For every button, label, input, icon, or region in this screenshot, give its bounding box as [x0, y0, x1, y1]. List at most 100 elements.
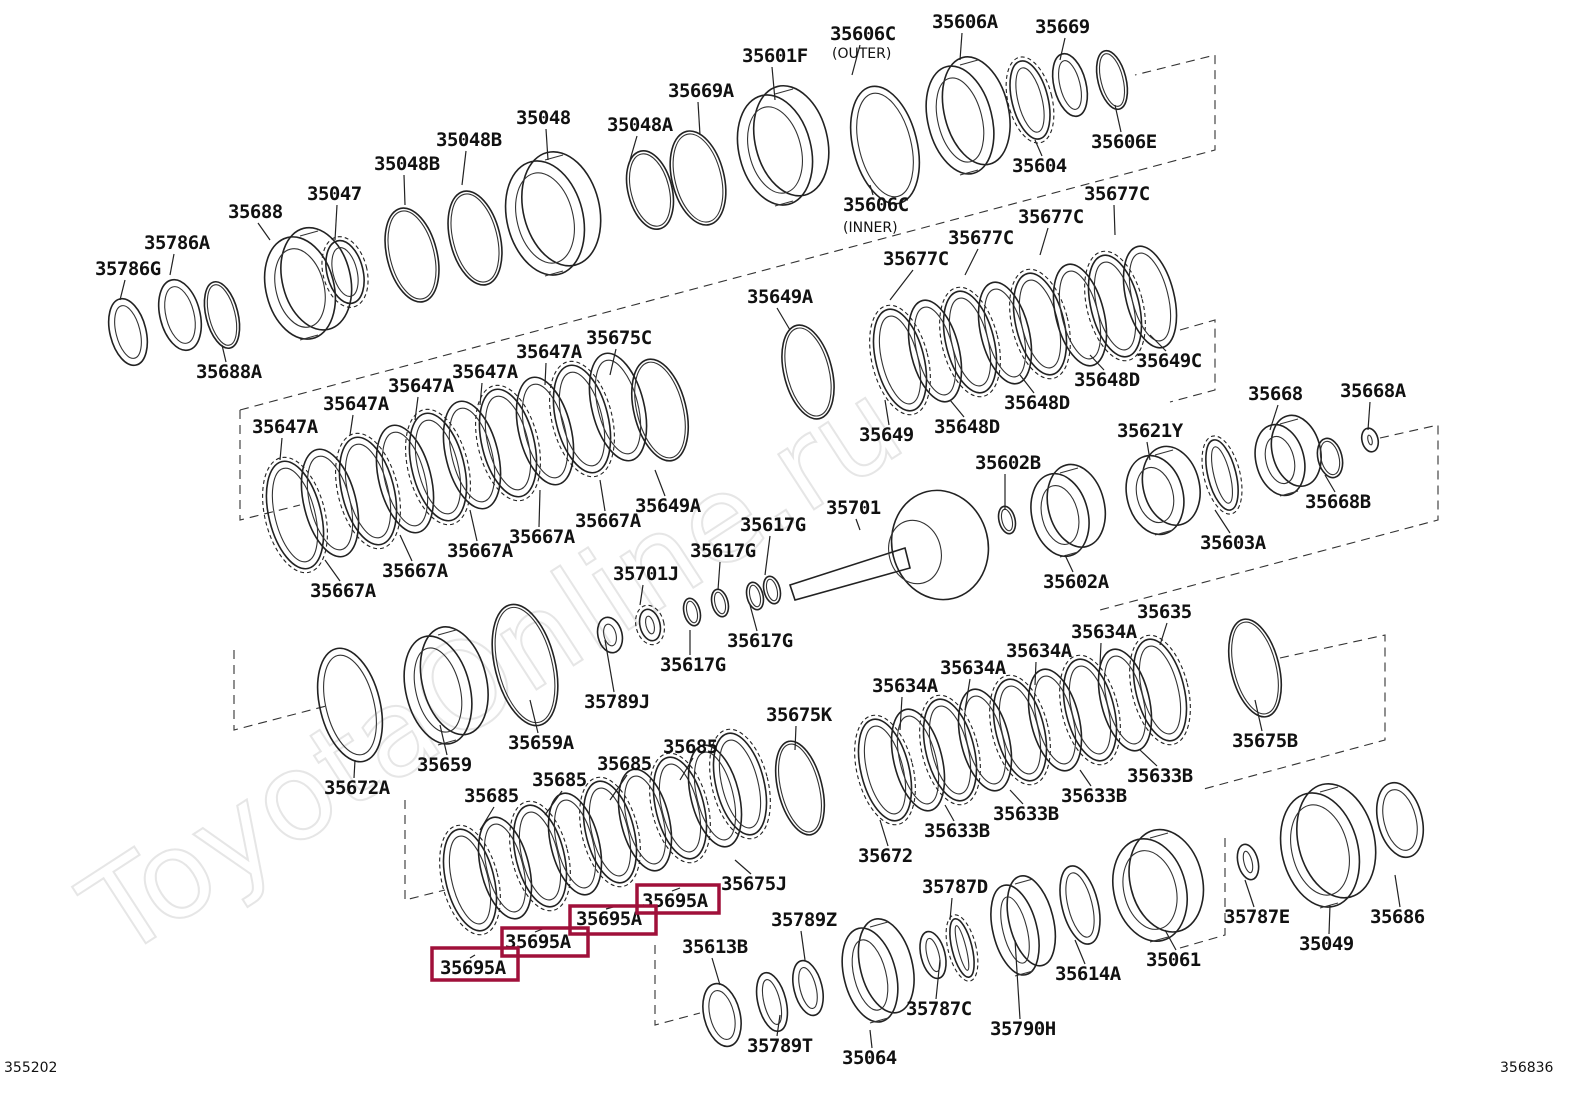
part-label-35635[interactable]: 35635	[1137, 601, 1192, 623]
boundary-lower-right	[1199, 634, 1386, 791]
part-label-35647a[interactable]: 35647A	[323, 393, 390, 415]
part-label-35048a[interactable]: 35048A	[607, 114, 674, 136]
part-label-35685[interactable]: 35685	[597, 753, 652, 775]
part-label-35048b[interactable]: 35048B	[374, 153, 440, 175]
part-label-35634a[interactable]: 35634A	[1071, 621, 1138, 643]
part-label-35621y[interactable]: 35621Y	[1117, 420, 1184, 442]
part-label-35789j[interactable]: 35789J	[584, 691, 650, 713]
part-label-35614a[interactable]: 35614A	[1055, 963, 1122, 985]
part-label-35701j[interactable]: 35701J	[613, 563, 679, 585]
part-label-35695a[interactable]: 35695A	[642, 890, 709, 912]
part-label-35787e[interactable]: 35787E	[1224, 906, 1290, 928]
part-label-35617g[interactable]: 35617G	[660, 654, 726, 676]
leader-line	[764, 535, 771, 576]
part-label-35790h[interactable]: 35790H	[990, 1018, 1056, 1040]
part-label-35647a[interactable]: 35647A	[516, 341, 583, 363]
part-label-35667a[interactable]: 35667A	[447, 540, 514, 562]
part-label-35634a[interactable]: 35634A	[872, 675, 939, 697]
leader-line	[544, 790, 563, 816]
part-label-35701[interactable]: 35701	[826, 497, 881, 519]
part-label-35677c[interactable]: 35677C	[948, 227, 1014, 249]
part-label-35789t[interactable]: 35789T	[747, 1035, 813, 1057]
part-label-35695a[interactable]: 35695A	[576, 908, 643, 930]
plate-35647a	[262, 456, 328, 574]
part-label-35667a[interactable]: 35667A	[575, 510, 642, 532]
part-label-35634a[interactable]: 35634A	[940, 657, 1007, 679]
part-label-35617g[interactable]: 35617G	[690, 540, 756, 562]
part-label-35669a[interactable]: 35669A	[668, 80, 735, 102]
part-label-35061[interactable]: 35061	[1146, 949, 1201, 971]
part-label-35688a[interactable]: 35688A	[196, 361, 263, 383]
part-label-35048[interactable]: 35048	[516, 107, 571, 129]
part-label-35049[interactable]: 35049	[1299, 933, 1354, 955]
part-label-35667a[interactable]: 35667A	[509, 526, 576, 548]
part-label-35634a[interactable]: 35634A	[1006, 640, 1073, 662]
boundary-clutch-c	[1169, 319, 1216, 403]
part-label-35677c[interactable]: 35677C	[1018, 206, 1084, 228]
part-label-35633b[interactable]: 35633B	[1061, 785, 1127, 807]
part-label-35672a[interactable]: 35672A	[324, 777, 391, 799]
part-label-35675k[interactable]: 35675K	[766, 704, 833, 726]
part-label-35613b[interactable]: 35613B	[682, 936, 748, 958]
part-label-35786g[interactable]: 35786G	[95, 258, 161, 280]
part-label-35685[interactable]: 35685	[464, 785, 519, 807]
part-label-35672[interactable]: 35672	[858, 845, 913, 867]
part-label-35617g[interactable]: 35617G	[727, 630, 793, 652]
part-label-35647a[interactable]: 35647A	[252, 416, 319, 438]
part-label-35675c[interactable]: 35675C	[586, 327, 652, 349]
seal-ring-35048b-2	[447, 190, 503, 286]
part-label-35617g[interactable]: 35617G	[740, 514, 806, 536]
part-label-35648d[interactable]: 35648D	[934, 416, 1000, 438]
part-label-35602b[interactable]: 35602B	[975, 452, 1041, 474]
part-label-35047[interactable]: 35047	[307, 183, 362, 205]
part-label-35667a[interactable]: 35667A	[310, 580, 377, 602]
part-label-35668a[interactable]: 35668A	[1340, 380, 1407, 402]
ring-35614a	[1059, 865, 1101, 945]
leader-line	[1099, 642, 1102, 666]
part-label-35633b[interactable]: 35633B	[993, 803, 1059, 825]
part-label-35048b[interactable]: 35048B	[436, 129, 502, 151]
part-label-35787d[interactable]: 35787D	[922, 876, 988, 898]
part-label-35064[interactable]: 35064	[842, 1047, 897, 1069]
part-label-35647a[interactable]: 35647A	[388, 375, 455, 397]
part-label-35659[interactable]: 35659	[417, 754, 472, 776]
part-label-35649[interactable]: 35649	[859, 424, 914, 446]
part-label-35606a[interactable]: 35606A	[932, 11, 999, 33]
part-label-35648d[interactable]: 35648D	[1004, 392, 1070, 414]
part-label-35677c[interactable]: 35677C	[883, 248, 949, 270]
part-label-35604[interactable]: 35604	[1012, 155, 1067, 177]
part-label-35668[interactable]: 35668	[1248, 383, 1303, 405]
part-label-35633b[interactable]: 35633B	[924, 820, 990, 842]
part-label-35675j[interactable]: 35675J	[721, 873, 787, 895]
part-label-35649a[interactable]: 35649A	[747, 286, 814, 308]
ring-35617g-2	[710, 588, 730, 618]
ring-35668a	[1360, 427, 1380, 453]
part-label-35688[interactable]: 35688	[228, 201, 283, 223]
part-label-35685[interactable]: 35685	[663, 736, 718, 758]
part-label-35677c[interactable]: 35677C	[1084, 183, 1150, 205]
part-label-35648d[interactable]: 35648D	[1074, 369, 1140, 391]
part-label-35601f[interactable]: 35601F	[742, 45, 808, 67]
part-label-35606c[interactable]: 35606C	[843, 194, 909, 216]
part-label-35649a[interactable]: 35649A	[635, 495, 702, 517]
part-label-35695a[interactable]: 35695A	[440, 957, 507, 979]
part-label-35668b[interactable]: 35668B	[1305, 491, 1371, 513]
part-label-35606e[interactable]: 35606E	[1091, 131, 1157, 153]
part-label-35603a[interactable]: 35603A	[1200, 532, 1267, 554]
part-label-35787c[interactable]: 35787C	[906, 998, 972, 1020]
part-label-35669[interactable]: 35669	[1035, 16, 1090, 38]
part-label-35675b[interactable]: 35675B	[1232, 730, 1298, 752]
part-label-35647a[interactable]: 35647A	[452, 361, 519, 383]
part-label-35786a[interactable]: 35786A	[144, 232, 211, 254]
plate-35685	[709, 728, 771, 840]
part-label-35667a[interactable]: 35667A	[382, 560, 449, 582]
part-label-35649c[interactable]: 35649C	[1136, 350, 1202, 372]
part-label-35659a[interactable]: 35659A	[508, 732, 575, 754]
part-label-35685[interactable]: 35685	[532, 769, 587, 791]
part-label-35695a[interactable]: 35695A	[505, 931, 572, 953]
part-label-35606c[interactable]: 35606C	[830, 23, 896, 45]
part-label-35633b[interactable]: 35633B	[1127, 765, 1193, 787]
part-label-35602a[interactable]: 35602A	[1043, 571, 1110, 593]
part-label-35789z[interactable]: 35789Z	[771, 909, 837, 931]
part-label-35686[interactable]: 35686	[1370, 906, 1425, 928]
